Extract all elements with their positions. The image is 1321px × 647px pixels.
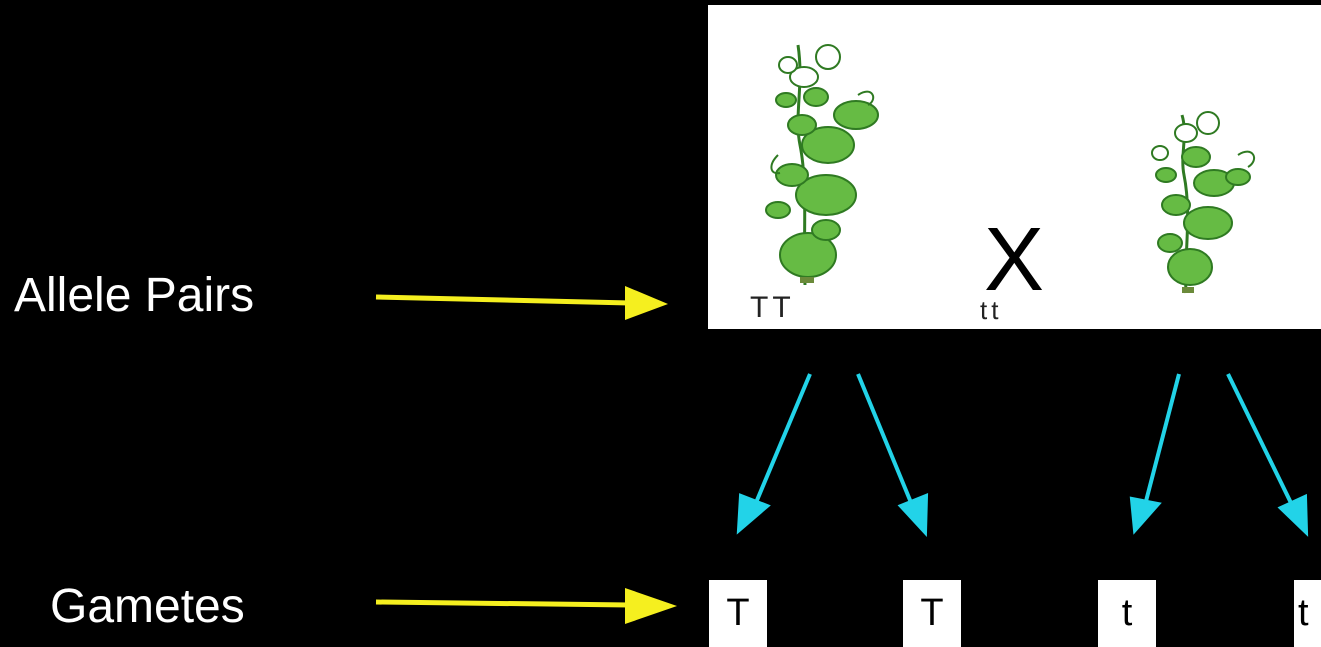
gamete-box: T — [709, 580, 767, 647]
short-genotype-label: tt — [980, 295, 1003, 325]
allele-pairs-arrow — [375, 286, 668, 320]
gametes-label: Gametes — [50, 580, 245, 633]
tall-pea-plant-icon — [765, 44, 879, 286]
short-pea-plant-icon — [1151, 111, 1256, 294]
gametes-arrow — [375, 588, 677, 624]
pea-plants-illustration — [765, 44, 1256, 294]
allele-pairs-label: Allele Pairs — [14, 269, 255, 322]
gamete-box: t — [1294, 580, 1321, 647]
gamete-arrow — [856, 373, 929, 537]
pea-plants-panel: X TT tt — [708, 5, 1321, 329]
gamete-arrow — [736, 373, 812, 535]
tall-genotype-label: TT — [750, 291, 795, 324]
gamete-box: t — [1098, 580, 1156, 647]
cross-symbol: X — [984, 210, 1045, 310]
gamete-arrow — [1129, 373, 1181, 535]
gamete-arrow — [1226, 373, 1309, 537]
gamete-box: T — [903, 580, 961, 647]
